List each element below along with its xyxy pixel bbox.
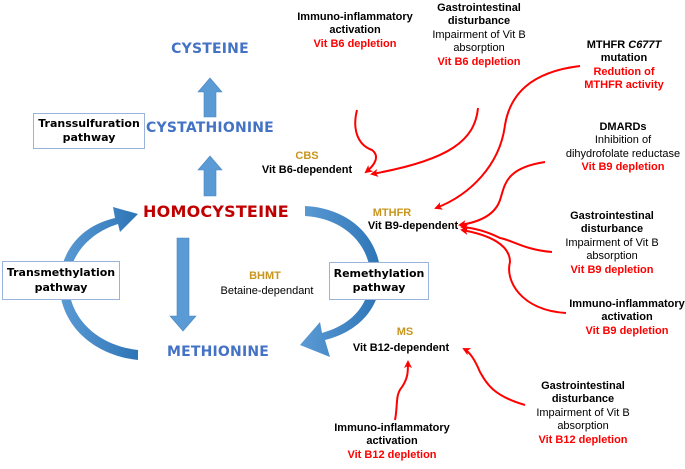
cause-effect: MTHFR activity [584,79,664,92]
cause-title: MTHFR C677T [584,39,663,52]
cause-effect: Redution of [593,65,655,78]
cause-title: disturbance [551,393,615,406]
cause-effect: Vit B6 depletion [437,55,521,68]
red-arrow-b6-gastro [370,107,479,177]
cause-b6-gastrointestinal: Gastrointestinal disturbance Impairment … [432,2,525,69]
cause-title: Immuno-inflammatory [334,422,450,434]
cause-detail: dihydrofolate reductase [565,147,681,160]
cause-title: disturbance [447,15,511,28]
cause-title: activation [601,311,653,324]
arrow-cystathionine-to-cysteine [197,77,223,118]
cause-effect: Vit B9 depletion [585,324,669,337]
cause-title: activation [366,435,418,448]
enzyme-cbs-dependency: Vit B6-dependent [261,164,353,176]
cause-dmards: DMARDs Inhibition of dihydrofolate reduc… [566,121,680,175]
cause-effect: Vit B12 depletion [347,448,437,461]
transsulfuration-pathway-box: Transsulfuration pathway [33,113,145,149]
enzyme-mthfr-dependency: Vit B9-dependent [367,220,459,232]
enzyme-ms-dependency: Vit B12-dependent [352,342,450,354]
cause-title: DMARDs [599,121,647,133]
cause-b6-immuno-inflammatory: Immuno-inflammatory activation Vit B6 de… [297,11,413,51]
enzyme-mthfr: MTHFR [372,207,412,219]
cause-detail: Impairment of Vit B [565,236,659,249]
metabolite-homocysteine: HOMOCYSTEINE [143,202,289,221]
enzyme-ms: MS [396,326,414,338]
pathway-label: Transmethylation [6,266,116,280]
metabolite-cystathionine: CYSTATHIONINE [146,120,274,136]
enzyme-bhmt-dependency: Betaine-dependant [220,285,314,297]
red-arrow-b12-gastro [462,348,526,406]
cause-effect: Vit B12 depletion [538,433,628,446]
cause-title: Gastrointestinal [541,380,625,392]
cause-detail: absorption [586,250,638,263]
cause-b9-gastrointestinal: Gastrointestinal disturbance Impairment … [565,210,658,277]
arrow-homocysteine-to-methionine [169,237,197,332]
cause-title: mutation [600,52,648,65]
cause-mthfr-c677t-mutation: MTHFR C677T mutation Redution of MTHFR a… [584,39,663,93]
red-arrow-b6-immuno [354,109,377,174]
cause-effect: Vit B9 depletion [581,161,665,174]
cause-detail: absorption [557,420,609,433]
transmethylation-pathway-box: Transmethylation pathway [2,261,120,300]
metabolite-methionine: METHIONINE [166,344,270,360]
red-arrow-b9-immuno [460,227,567,314]
cause-effect: Vit B6 depletion [313,37,397,50]
pathway-label: Transsulfuration [38,116,140,130]
red-arrow-b12-immuno [394,360,412,421]
red-arrow-b9-gastro [460,223,553,253]
arrow-transmethylation-loop [59,207,138,360]
enzyme-bhmt: BHMT [249,270,281,282]
cause-title: Gastrointestinal [437,2,521,14]
cause-title: disturbance [580,223,644,236]
cause-b12-gastrointestinal: Gastrointestinal disturbance Impairment … [536,380,629,447]
cause-title: Immuno-inflammatory [297,11,413,23]
cause-detail: Impairment of Vit B [536,406,630,419]
remethylation-pathway-box: Remethylation pathway [329,262,429,300]
cause-effect: Vit B9 depletion [570,263,654,276]
cause-title-prefix: MTHFR [586,39,629,51]
pathway-label: Remethylation [333,266,425,280]
cause-title: Immuno-inflammatory [569,298,685,310]
red-arrow-mthfr-mutation [434,65,581,210]
cause-title: Gastrointestinal [570,210,654,222]
enzyme-cbs: CBS [295,150,319,162]
arrow-remethylation-loop [300,206,381,357]
arrow-homocysteine-to-cystathionine [197,155,223,197]
pathway-label: pathway [352,281,406,294]
cause-detail: Impairment of Vit B [432,28,526,41]
cause-b9-immuno-inflammatory: Immuno-inflammatory activation Vit B9 de… [569,298,685,338]
metabolite-cysteine: CYSTEINE [171,41,249,57]
pathway-label: pathway [62,131,116,144]
cause-detail: Inhibition of [594,134,652,147]
cause-detail: absorption [453,42,505,55]
cause-b12-immuno-inflammatory: Immuno-inflammatory activation Vit B12 d… [334,422,450,462]
red-arrow-dmards [458,161,546,229]
cause-title: activation [329,24,381,37]
pathway-label: pathway [34,280,88,294]
cause-title-variant: C677T [628,39,662,51]
